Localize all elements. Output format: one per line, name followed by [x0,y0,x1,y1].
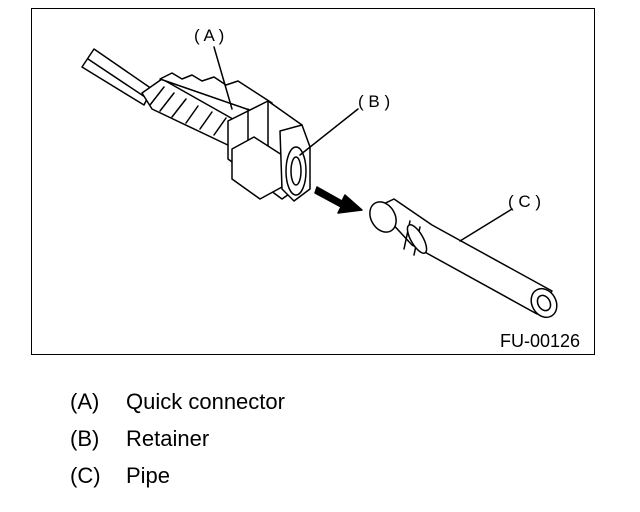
legend-key: (C) [70,462,101,488]
quick-connector-drawing [81,48,311,202]
leader-line-c [459,208,513,242]
leader-line-a [213,46,233,110]
legend-label: Pipe [126,462,171,488]
leader-line-b [299,108,359,156]
callout-c: ( C ) [508,192,541,211]
connector-illustration: ( A ) ( B ) ( C ) FU-00126 [81,26,580,351]
direction-arrow [314,186,363,214]
legend-item-b: (B) Retainer [70,420,285,457]
legend-item-a: (A) Quick connector [70,383,285,420]
legend-key: (A) [70,388,100,414]
legend-item-c: (C) Pipe [70,457,285,494]
legend-key: (B) [70,425,100,451]
figure-frame: ( A ) ( B ) ( C ) FU-00126 [31,8,595,355]
callout-b: ( B ) [358,92,390,111]
pipe-drawing [369,198,558,319]
figure-id: FU-00126 [500,331,580,351]
legend-label: Retainer [126,425,210,451]
legend: (A) Quick connector (B) Retainer (C) Pip… [70,383,285,494]
legend-label: Quick connector [126,388,285,414]
callout-a: ( A ) [194,26,224,45]
